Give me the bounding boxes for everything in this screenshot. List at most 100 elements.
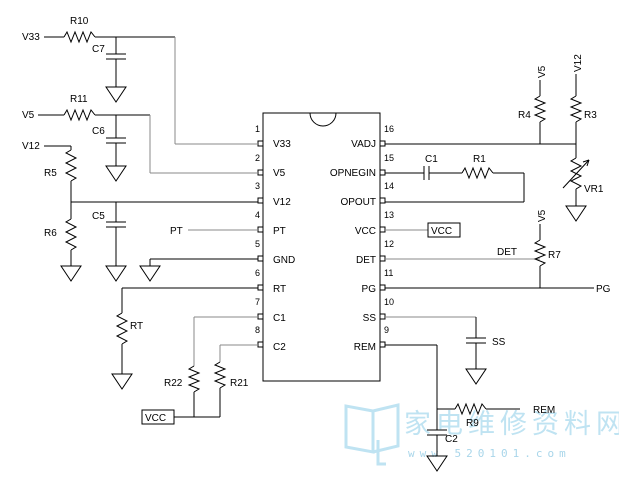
resistor-r10 [63,30,96,44]
net-label-pt: PT [170,226,183,237]
c1-c2-branch: R22 R21 VCC [141,316,258,425]
pin-12-number: 12 [384,239,394,249]
resistor-r9 [454,402,487,416]
watermark-book-icon [344,403,400,466]
pin-15-name: OPNEGIN [330,168,376,179]
ic-body [262,112,381,382]
resistor-r11 [63,108,96,122]
net-label-pg: PG [596,284,611,295]
pin-10-name: SS [363,313,377,324]
ic-notch [309,112,337,127]
det-branch: DET V5 R7 [385,209,561,288]
net-label-v5-r7: V5 [537,209,548,222]
r6-label: R6 [44,228,57,239]
vr1-label: VR1 [584,184,604,195]
resistor-r1 [461,166,494,180]
r4-label: R4 [518,110,531,121]
pin-7-number: 7 [255,297,260,307]
r3-label: R3 [584,110,597,121]
pin-14-number: 14 [384,181,394,191]
ground-symbol-c6 [105,165,127,182]
pin-9-number: 9 [384,325,389,335]
v33-branch: V33 R10 C7 [22,16,258,145]
resistor-r6 [64,218,78,251]
ground-symbol-r6 [60,265,82,282]
pin-5-number: 5 [255,239,260,249]
pin-10-number: 10 [384,297,394,307]
vadj-branch: V5 R4 V12 R3 VR1 [385,54,604,222]
watermark: 家电维修资料网 www.520101.com [344,403,619,466]
ic-right-pins: 16 VADJ 15 OPNEGIN 14 OPOUT 13 VCC 12 DE… [330,124,394,353]
c2-label: C2 [445,434,458,445]
r11-label: R11 [70,94,88,105]
pin-3-name: V12 [273,197,291,208]
net-label-rem: REM [533,405,555,416]
v12-branch: V12 R5 R6 C5 [22,141,258,282]
rem-branch: R9 REM C2 [385,344,555,472]
vcc-box-right-label: VCC [431,226,452,237]
net-label-v5-left: V5 [22,110,35,121]
pin-5-name: GND [273,255,295,266]
ground-symbol-c7 [105,86,127,103]
ss-branch: SS [385,316,506,385]
net-label-v12-left: V12 [22,141,40,152]
pin-6-number: 6 [255,268,260,278]
vcc-box-left [141,409,175,425]
vcc-box-right [427,222,461,238]
net-label-ss: SS [492,337,506,348]
resistor-r4 [533,95,547,123]
pin-8-name: C2 [273,342,286,353]
resistor-r22 [187,365,201,393]
resistor-r7 [533,239,547,267]
r9-label: R9 [466,418,479,429]
op-feedback-branch: C1 R1 [385,154,525,203]
rt-label: RT [130,321,143,332]
pin-9-name: REM [354,342,376,353]
r5-label: R5 [44,168,57,179]
net-label-v12-top: V12 [573,54,584,72]
ic-left-pins: 1 V33 2 V5 3 V12 4 PT 5 GND 6 RT 7 C1 8 … [255,124,295,353]
pin-7-name: C1 [273,313,286,324]
pin-14-name: OPOUT [340,197,376,208]
gnd-branch [139,258,258,282]
pin-16-number: 16 [384,124,394,134]
ground-symbol-c2 [426,455,448,472]
ic-chip [262,112,381,382]
resistor-r21 [213,361,227,389]
c6-label: C6 [92,126,105,137]
pin-4-name: PT [273,226,286,237]
rt-branch: RT [111,287,258,390]
ground-symbol-ss [465,368,487,385]
watermark-url: www.520101.com [408,447,571,460]
pin-1-name: V33 [273,139,291,150]
r22-label: R22 [164,378,183,389]
resistor-rt [115,312,129,345]
pin-6-name: RT [273,284,286,295]
pin-8-number: 8 [255,325,260,335]
pin-2-number: 2 [255,153,260,163]
vcc-box-left-label: VCC [145,413,166,424]
pin-3-number: 3 [255,181,260,191]
net-label-v33: V33 [22,32,40,43]
r21-label: R21 [230,378,249,389]
v5-branch: V5 R11 C6 [22,94,258,182]
pin-13-name: VCC [355,226,376,237]
ground-symbol-vr1 [565,205,587,222]
pin-1-number: 1 [255,124,260,134]
pt-branch: PT [170,226,258,237]
pin-11-number: 11 [384,268,393,278]
ground-symbol-rt [111,373,133,390]
ground-symbol-gnd [139,265,161,282]
ground-symbol-c5 [105,265,127,282]
vcc-pin-branch: VCC [385,222,461,238]
pin-15-number: 15 [384,153,394,163]
r1-label: R1 [473,154,486,165]
pin-12-name: DET [356,255,376,266]
r10-label: R10 [70,16,89,27]
pin-16-name: VADJ [351,139,376,150]
pin-11-name: PG [362,284,377,295]
r7-label: R7 [548,250,561,261]
net-label-v5-top: V5 [537,65,548,78]
pin-4-number: 4 [255,210,260,220]
